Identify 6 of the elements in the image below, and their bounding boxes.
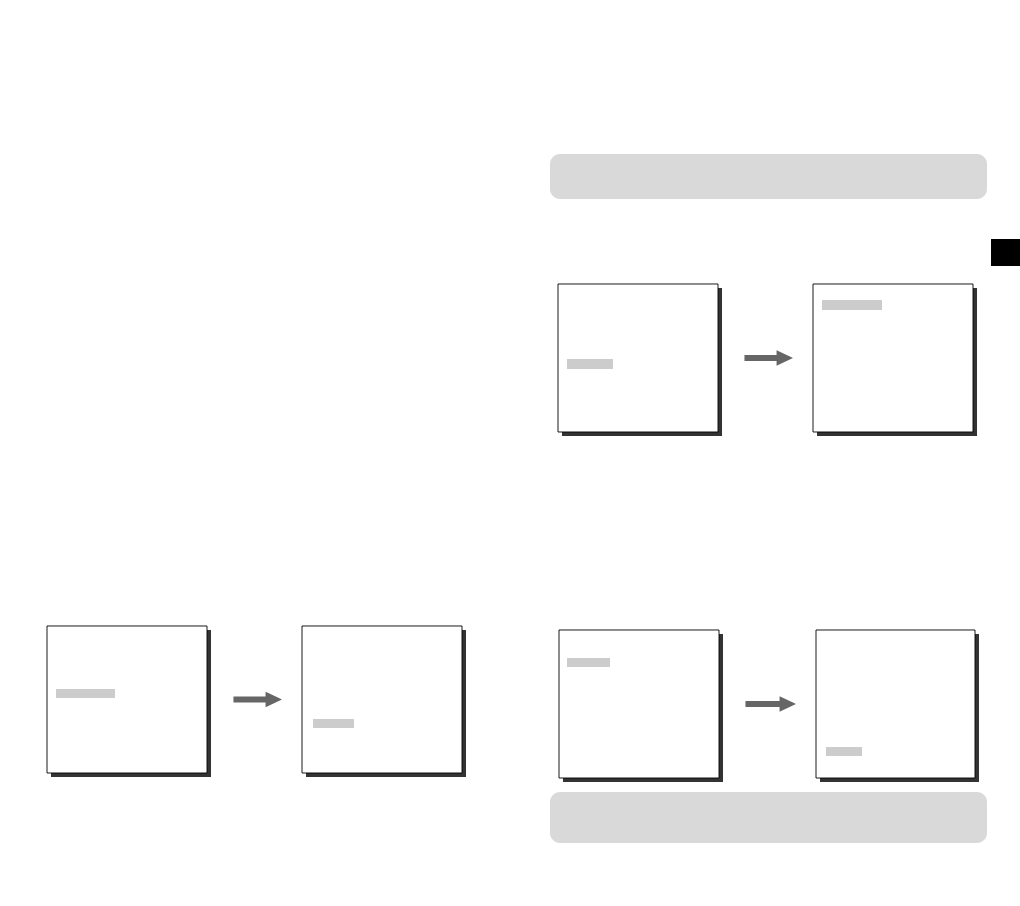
screen-box (46, 625, 211, 777)
screen-box (812, 283, 977, 436)
screen-box (558, 629, 723, 782)
screen-box (557, 283, 722, 436)
screen-box (815, 629, 979, 782)
screen-box (301, 625, 466, 777)
